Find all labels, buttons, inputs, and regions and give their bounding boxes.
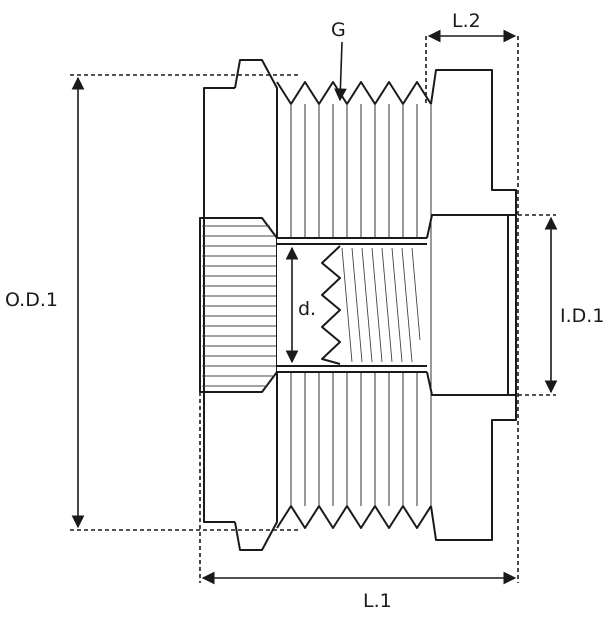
labels: G L.2 O.D.1 I.D.1 d. L.1 <box>5 10 604 612</box>
counterbore <box>426 214 517 396</box>
label-thread-diameter: d. <box>298 298 316 320</box>
label-outer-diameter: O.D.1 <box>5 289 58 311</box>
label-groove: G <box>331 19 346 41</box>
g-leader-line <box>334 41 347 102</box>
pulley-body <box>203 59 517 551</box>
dimension-lines <box>71 29 558 585</box>
label-inner-diameter: I.D.1 <box>560 305 604 327</box>
label-overall-length: L.1 <box>363 590 392 612</box>
threaded-bore <box>277 237 427 373</box>
splined-hub <box>199 217 278 393</box>
label-offset-length: L.2 <box>452 10 481 32</box>
extension-lines <box>70 36 556 583</box>
